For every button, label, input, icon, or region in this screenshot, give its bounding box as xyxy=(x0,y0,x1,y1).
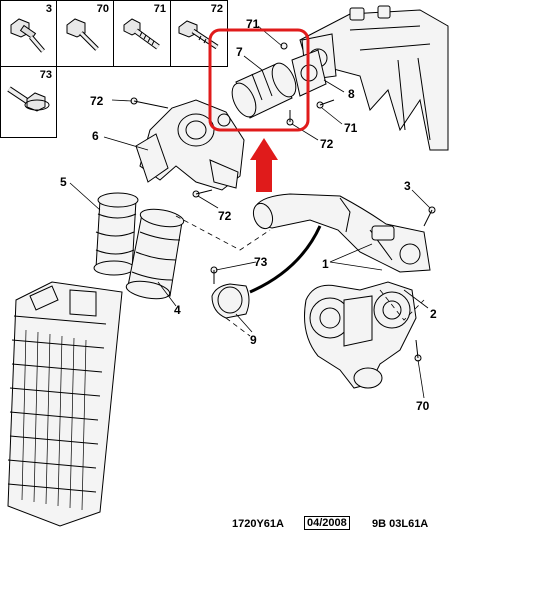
callout-7: 7 xyxy=(236,45,243,59)
callout-71-top: 71 xyxy=(246,17,260,31)
hose-5 xyxy=(93,192,139,276)
flange-bolt-icon xyxy=(10,18,45,53)
callout-8: 8 xyxy=(348,87,355,101)
charge-pipe-1 xyxy=(252,193,431,273)
clamp-9 xyxy=(211,283,250,319)
callout-73: 73 xyxy=(254,255,268,269)
legend-number: 73 xyxy=(39,69,52,81)
connector-pipe-7 xyxy=(231,62,297,119)
turbocharger xyxy=(304,281,417,389)
callout-3: 3 xyxy=(404,179,411,193)
callout-70: 70 xyxy=(416,399,430,413)
callout-4: 4 xyxy=(174,303,181,317)
callout-5: 5 xyxy=(60,175,67,189)
callout-6: 6 xyxy=(92,129,99,143)
intercooler xyxy=(7,281,123,527)
callout-1: 1 xyxy=(322,257,329,271)
legend-cell-3: 3 xyxy=(0,0,57,67)
legend-number: 3 xyxy=(45,3,52,15)
legend-number: 72 xyxy=(210,3,223,15)
legend-cell-70: 70 xyxy=(56,0,114,67)
hex-bolt-icon xyxy=(66,18,99,51)
diagram-code: 9B 03L61A xyxy=(372,518,429,530)
diagram-date: 04/2008 xyxy=(304,516,350,530)
callout-72-left: 72 xyxy=(90,94,104,108)
legend-cell-72: 72 xyxy=(170,0,228,67)
screw-icon xyxy=(123,18,160,50)
washer-bolt-icon xyxy=(7,86,50,112)
legend-cell-73: 73 xyxy=(0,66,57,138)
egr-housing-6 xyxy=(135,99,245,191)
callout-72-mid: 72 xyxy=(218,209,232,223)
callout-71-right: 71 xyxy=(344,121,358,135)
hose-4 xyxy=(125,208,185,300)
stud-bolt-icon xyxy=(178,20,219,50)
callout-72-right: 72 xyxy=(320,137,334,151)
legend-number: 71 xyxy=(153,3,166,15)
highlight-box xyxy=(208,28,310,132)
callout-2: 2 xyxy=(430,307,437,321)
legend-cell-71: 71 xyxy=(113,0,171,67)
legend-number: 70 xyxy=(96,3,109,15)
connector-line xyxy=(249,225,322,294)
callout-9: 9 xyxy=(250,333,257,347)
diagram-reference: 1720Y61A xyxy=(232,518,284,530)
